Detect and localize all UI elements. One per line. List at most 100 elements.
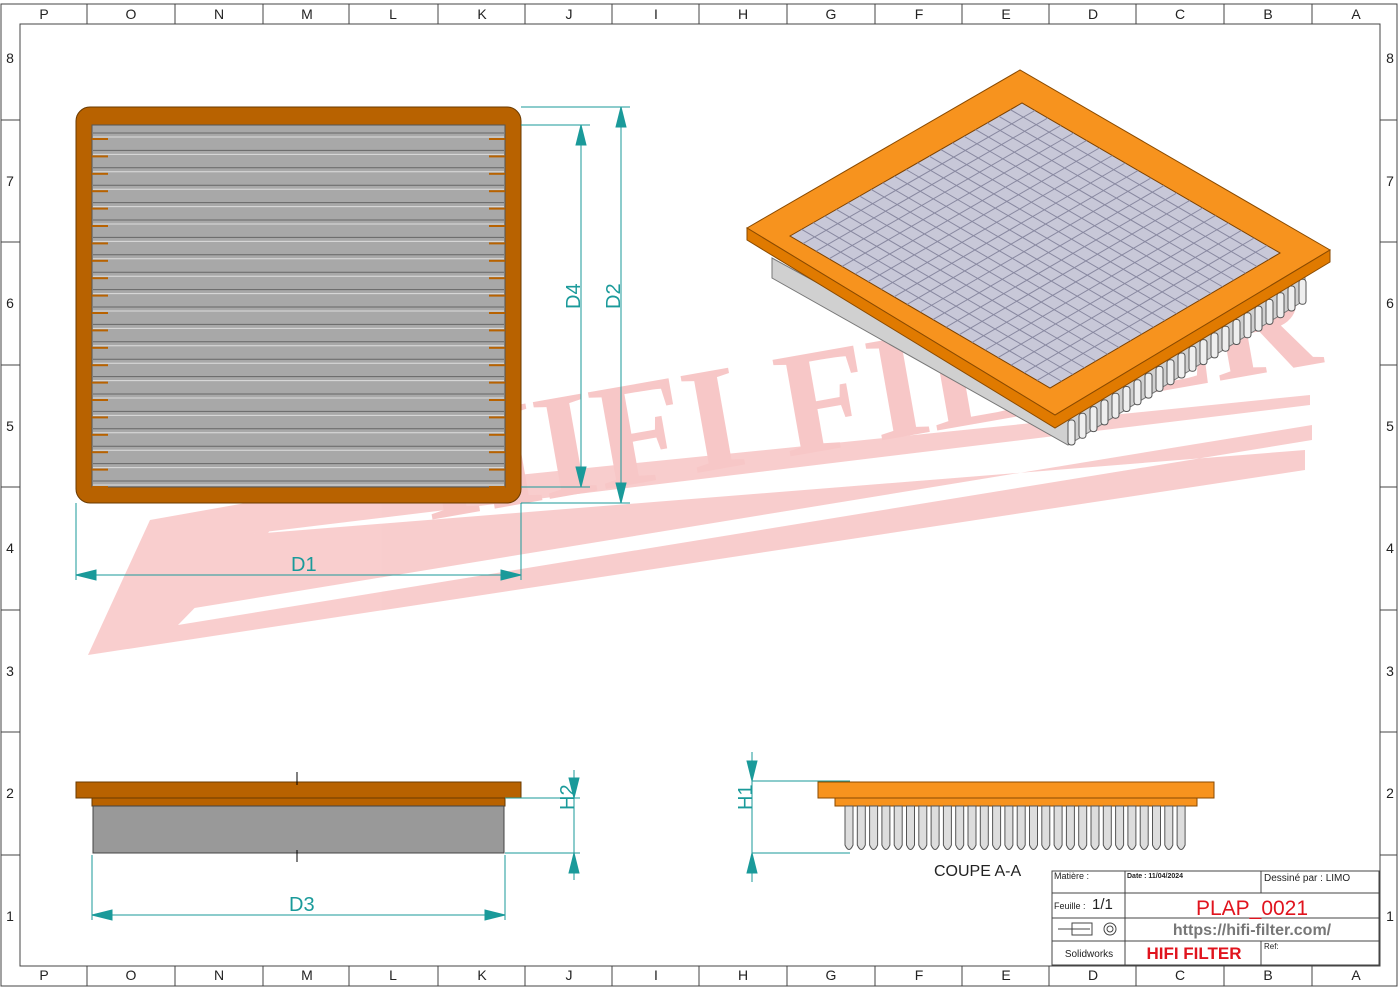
row-label: 7 xyxy=(1386,173,1394,189)
section-pleat xyxy=(869,805,879,850)
column-label: O xyxy=(126,6,137,22)
row-label: 8 xyxy=(6,50,14,66)
iso-pleat xyxy=(1298,278,1307,305)
side-dimensions xyxy=(91,752,850,921)
row-label: 8 xyxy=(1386,50,1394,66)
column-label: A xyxy=(1351,967,1361,983)
iso-pleat xyxy=(1276,292,1285,319)
iso-pleat xyxy=(1265,298,1274,325)
section-pleat xyxy=(844,805,854,850)
section-pleat xyxy=(1053,805,1063,850)
column-label: D xyxy=(1088,6,1098,22)
column-label: H xyxy=(738,6,748,22)
section-pleat xyxy=(856,805,866,850)
column-label: P xyxy=(39,967,48,983)
row-label: 2 xyxy=(1386,785,1394,801)
section-pleat xyxy=(979,805,989,850)
pleat-lines xyxy=(92,132,505,488)
row-label: 5 xyxy=(6,418,14,434)
column-label: L xyxy=(389,967,397,983)
row-label: 7 xyxy=(6,173,14,189)
column-label: F xyxy=(915,967,924,983)
column-label: G xyxy=(826,967,837,983)
dim-d4-label: D4 xyxy=(563,283,585,309)
column-label: B xyxy=(1263,6,1272,22)
column-label: L xyxy=(389,6,397,22)
column-label: K xyxy=(477,6,487,22)
column-label: M xyxy=(301,6,313,22)
iso-pleat xyxy=(1232,319,1241,345)
iso-pleat xyxy=(1188,345,1197,372)
iso-pleat xyxy=(1133,379,1142,406)
section-pleat xyxy=(1078,805,1088,850)
dim-d3-label: D3 xyxy=(289,894,315,916)
row-label: 5 xyxy=(1386,418,1394,434)
side-view xyxy=(75,772,522,862)
column-label: N xyxy=(214,967,224,983)
iso-pleat xyxy=(1078,412,1087,439)
website-url: https://hifi-filter.com/ xyxy=(1173,922,1332,939)
section-label: COUPE A-A xyxy=(934,863,1021,880)
material-label: Matière : xyxy=(1054,871,1089,881)
column-label: C xyxy=(1175,967,1185,983)
column-label: J xyxy=(566,6,573,22)
section-pleat xyxy=(992,805,1002,850)
section-pleat xyxy=(930,805,940,850)
column-label: D xyxy=(1088,967,1098,983)
section-pleat xyxy=(1164,805,1174,850)
row-label: 3 xyxy=(6,663,14,679)
iso-pleat xyxy=(1287,285,1296,312)
software-label: Solidworks xyxy=(1065,949,1113,960)
column-label: I xyxy=(654,6,658,22)
iso-pleat xyxy=(1111,392,1120,419)
section-pleat xyxy=(1090,805,1100,850)
part-number: PLAP_0021 xyxy=(1196,897,1308,920)
iso-pleat xyxy=(1166,359,1175,386)
section-pleat xyxy=(967,805,977,850)
section-pleat xyxy=(1029,805,1038,850)
section-pleat xyxy=(942,805,952,850)
section-pleat xyxy=(1152,805,1161,850)
section-pleat xyxy=(1115,805,1125,850)
column-label: O xyxy=(126,967,137,983)
dim-h1-label: H1 xyxy=(735,784,757,810)
watermark-stripes xyxy=(88,395,1312,655)
iso-pleat xyxy=(1144,372,1153,399)
section-pleat xyxy=(955,805,965,850)
iso-pleat xyxy=(1254,305,1263,332)
iso-pleat xyxy=(1089,406,1098,433)
section-pleat xyxy=(1065,805,1075,850)
column-label: G xyxy=(826,6,837,22)
iso-pleat xyxy=(1210,332,1219,359)
drawn-by: Dessiné par : LIMO xyxy=(1264,873,1350,884)
column-label: F xyxy=(915,6,924,22)
inner-border xyxy=(19,23,1381,967)
brand-label: HIFI FILTER xyxy=(1146,944,1241,963)
column-label: C xyxy=(1175,6,1185,22)
iso-pleat xyxy=(1155,365,1164,392)
iso-pleat xyxy=(1221,325,1230,352)
iso-pleat xyxy=(1243,312,1252,339)
row-label: 6 xyxy=(6,295,14,311)
column-label: H xyxy=(738,967,748,983)
column-label: B xyxy=(1263,967,1272,983)
isometric-view xyxy=(746,69,1331,446)
column-label: J xyxy=(566,967,573,983)
column-label: M xyxy=(301,967,313,983)
front-view xyxy=(75,106,522,504)
section-pleat xyxy=(893,805,903,850)
date-label: Date : 11/04/2024 xyxy=(1127,873,1183,880)
column-label: E xyxy=(1001,967,1010,983)
front-dimensions xyxy=(75,106,630,581)
iso-pleat xyxy=(1177,352,1186,379)
iso-pleat xyxy=(1067,419,1076,446)
section-pleat xyxy=(1127,805,1137,850)
dim-d2-label: D2 xyxy=(603,283,625,309)
column-label: K xyxy=(477,967,487,983)
iso-pleat xyxy=(1199,339,1208,366)
section-pleat xyxy=(1139,805,1149,850)
column-label: P xyxy=(39,6,48,22)
